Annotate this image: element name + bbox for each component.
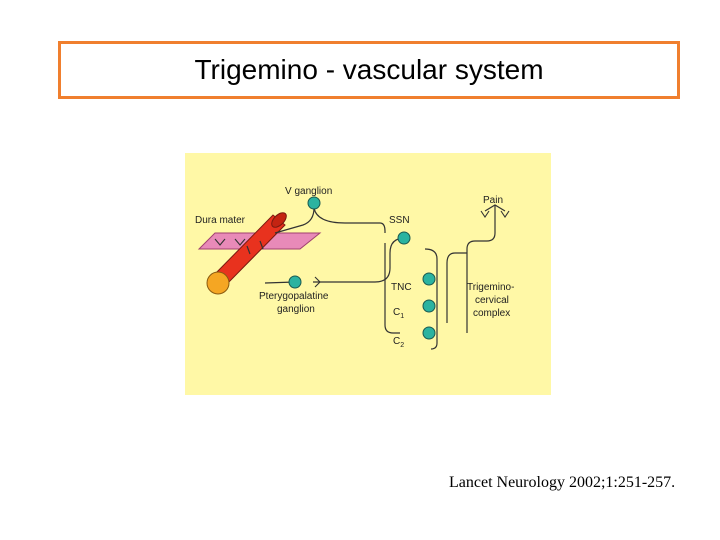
label-trigemino-line2: cervical [475, 295, 509, 306]
fiber-pain-stem [466, 205, 496, 333]
neuron-ssn [397, 231, 411, 245]
diagram-background [185, 153, 551, 395]
neuron-c2 [422, 326, 436, 340]
label-pain: Pain [483, 195, 503, 206]
fiber-tnc-stack [424, 248, 438, 350]
neuron-c1 [422, 299, 436, 313]
fiber-dura-to-vessel [246, 240, 264, 255]
neuron-v-ganglion [307, 196, 321, 210]
vessel-end [206, 271, 230, 295]
fiber-trigemino-connect [446, 252, 467, 323]
citation: Lancet Neurology 2002;1:251-257. [449, 474, 676, 491]
slide-title: Trigemino - vascular system [58, 41, 680, 99]
label-c2: C2 [393, 336, 404, 349]
label-ssn: SSN [389, 215, 410, 226]
fiber-v-ganglion-to-ssn [313, 207, 386, 233]
neuron-pterygopalatine [288, 275, 302, 289]
fiber-pain-branch [484, 204, 506, 212]
neuron-tnc [422, 272, 436, 286]
label-trigemino-line3: complex [473, 308, 510, 319]
fiber-ssn-to-tnc [384, 243, 400, 334]
label-tnc: TNC [391, 282, 412, 293]
label-pterygopalatine-line2: ganglion [277, 304, 315, 315]
label-v-ganglion: V ganglion [285, 186, 332, 197]
fiber-ssn-to-pterygopalatine [313, 237, 406, 283]
trigemino-vascular-diagram: V ganglion Dura mater SSN Pain TNC C1 C2… [185, 153, 551, 395]
label-c1: C1 [393, 307, 404, 320]
label-pterygopalatine-line1: Pterygopalatine [259, 291, 329, 302]
label-dura-mater: Dura mater [195, 215, 246, 226]
label-trigemino-line1: Trigemino- [467, 282, 514, 293]
